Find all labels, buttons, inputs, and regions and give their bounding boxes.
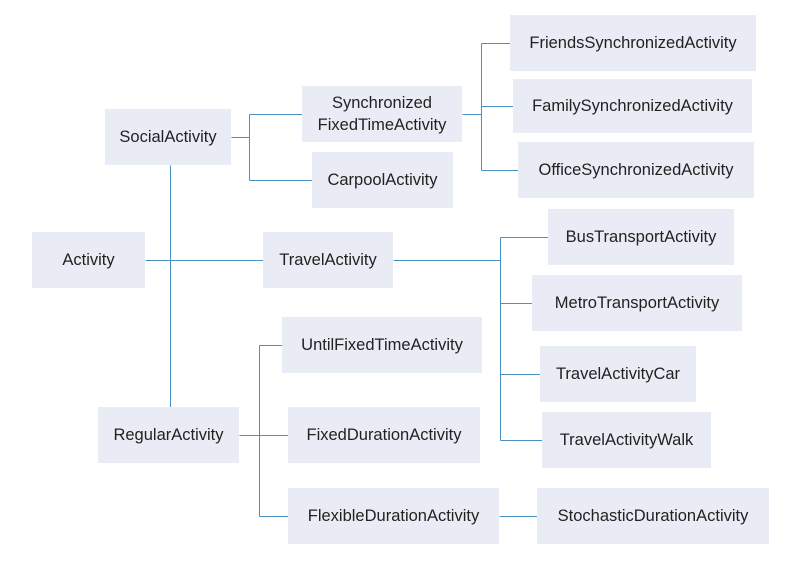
node-label: FlexibleDurationActivity	[307, 506, 480, 525]
node-travel-activity-car: TravelActivityCar	[540, 346, 696, 402]
node-until-fixed-time-activity: UntilFixedTimeActivity	[282, 317, 482, 373]
node-label: Activity	[62, 250, 115, 269]
node-family-synchronized-activity: FamilySynchronizedActivity	[513, 79, 752, 133]
node-friends-synchronized-activity: FriendsSynchronizedActivity	[510, 15, 756, 71]
node-label: MetroTransportActivity	[554, 293, 720, 312]
node-activity: Activity	[32, 232, 145, 288]
node-label: Synchronized FixedTimeActivity	[317, 93, 447, 134]
node-label: FamilySynchronizedActivity	[532, 96, 733, 115]
node-label: SocialActivity	[119, 127, 217, 146]
node-office-synchronized-activity: OfficeSynchronizedActivity	[518, 142, 754, 198]
node-label: OfficeSynchronizedActivity	[538, 160, 734, 179]
node-label: UntilFixedTimeActivity	[301, 335, 463, 354]
node-carpool-activity: CarpoolActivity	[312, 152, 453, 208]
node-synchronized-fixed-time-activity: Synchronized FixedTimeActivity	[302, 86, 462, 142]
node-flexible-duration-activity: FlexibleDurationActivity	[288, 488, 499, 544]
node-regular-activity: RegularActivity	[98, 407, 239, 463]
node-label: TravelActivityWalk	[559, 430, 694, 449]
node-label: RegularActivity	[113, 425, 224, 444]
node-fixed-duration-activity: FixedDurationActivity	[288, 407, 480, 463]
node-label: StochasticDurationActivity	[557, 506, 749, 525]
node-label: FixedDurationActivity	[306, 425, 462, 444]
node-social-activity: SocialActivity	[105, 109, 231, 165]
node-bus-transport-activity: BusTransportActivity	[548, 209, 734, 265]
node-label: FriendsSynchronizedActivity	[529, 33, 737, 52]
node-travel-activity: TravelActivity	[263, 232, 393, 288]
node-label: CarpoolActivity	[327, 170, 438, 189]
node-label: BusTransportActivity	[565, 227, 717, 246]
node-stochastic-duration-activity: StochasticDurationActivity	[537, 488, 769, 544]
node-travel-activity-walk: TravelActivityWalk	[542, 412, 711, 468]
node-label: TravelActivity	[279, 250, 377, 269]
node-metro-transport-activity: MetroTransportActivity	[532, 275, 742, 331]
node-label: TravelActivityCar	[555, 364, 681, 383]
